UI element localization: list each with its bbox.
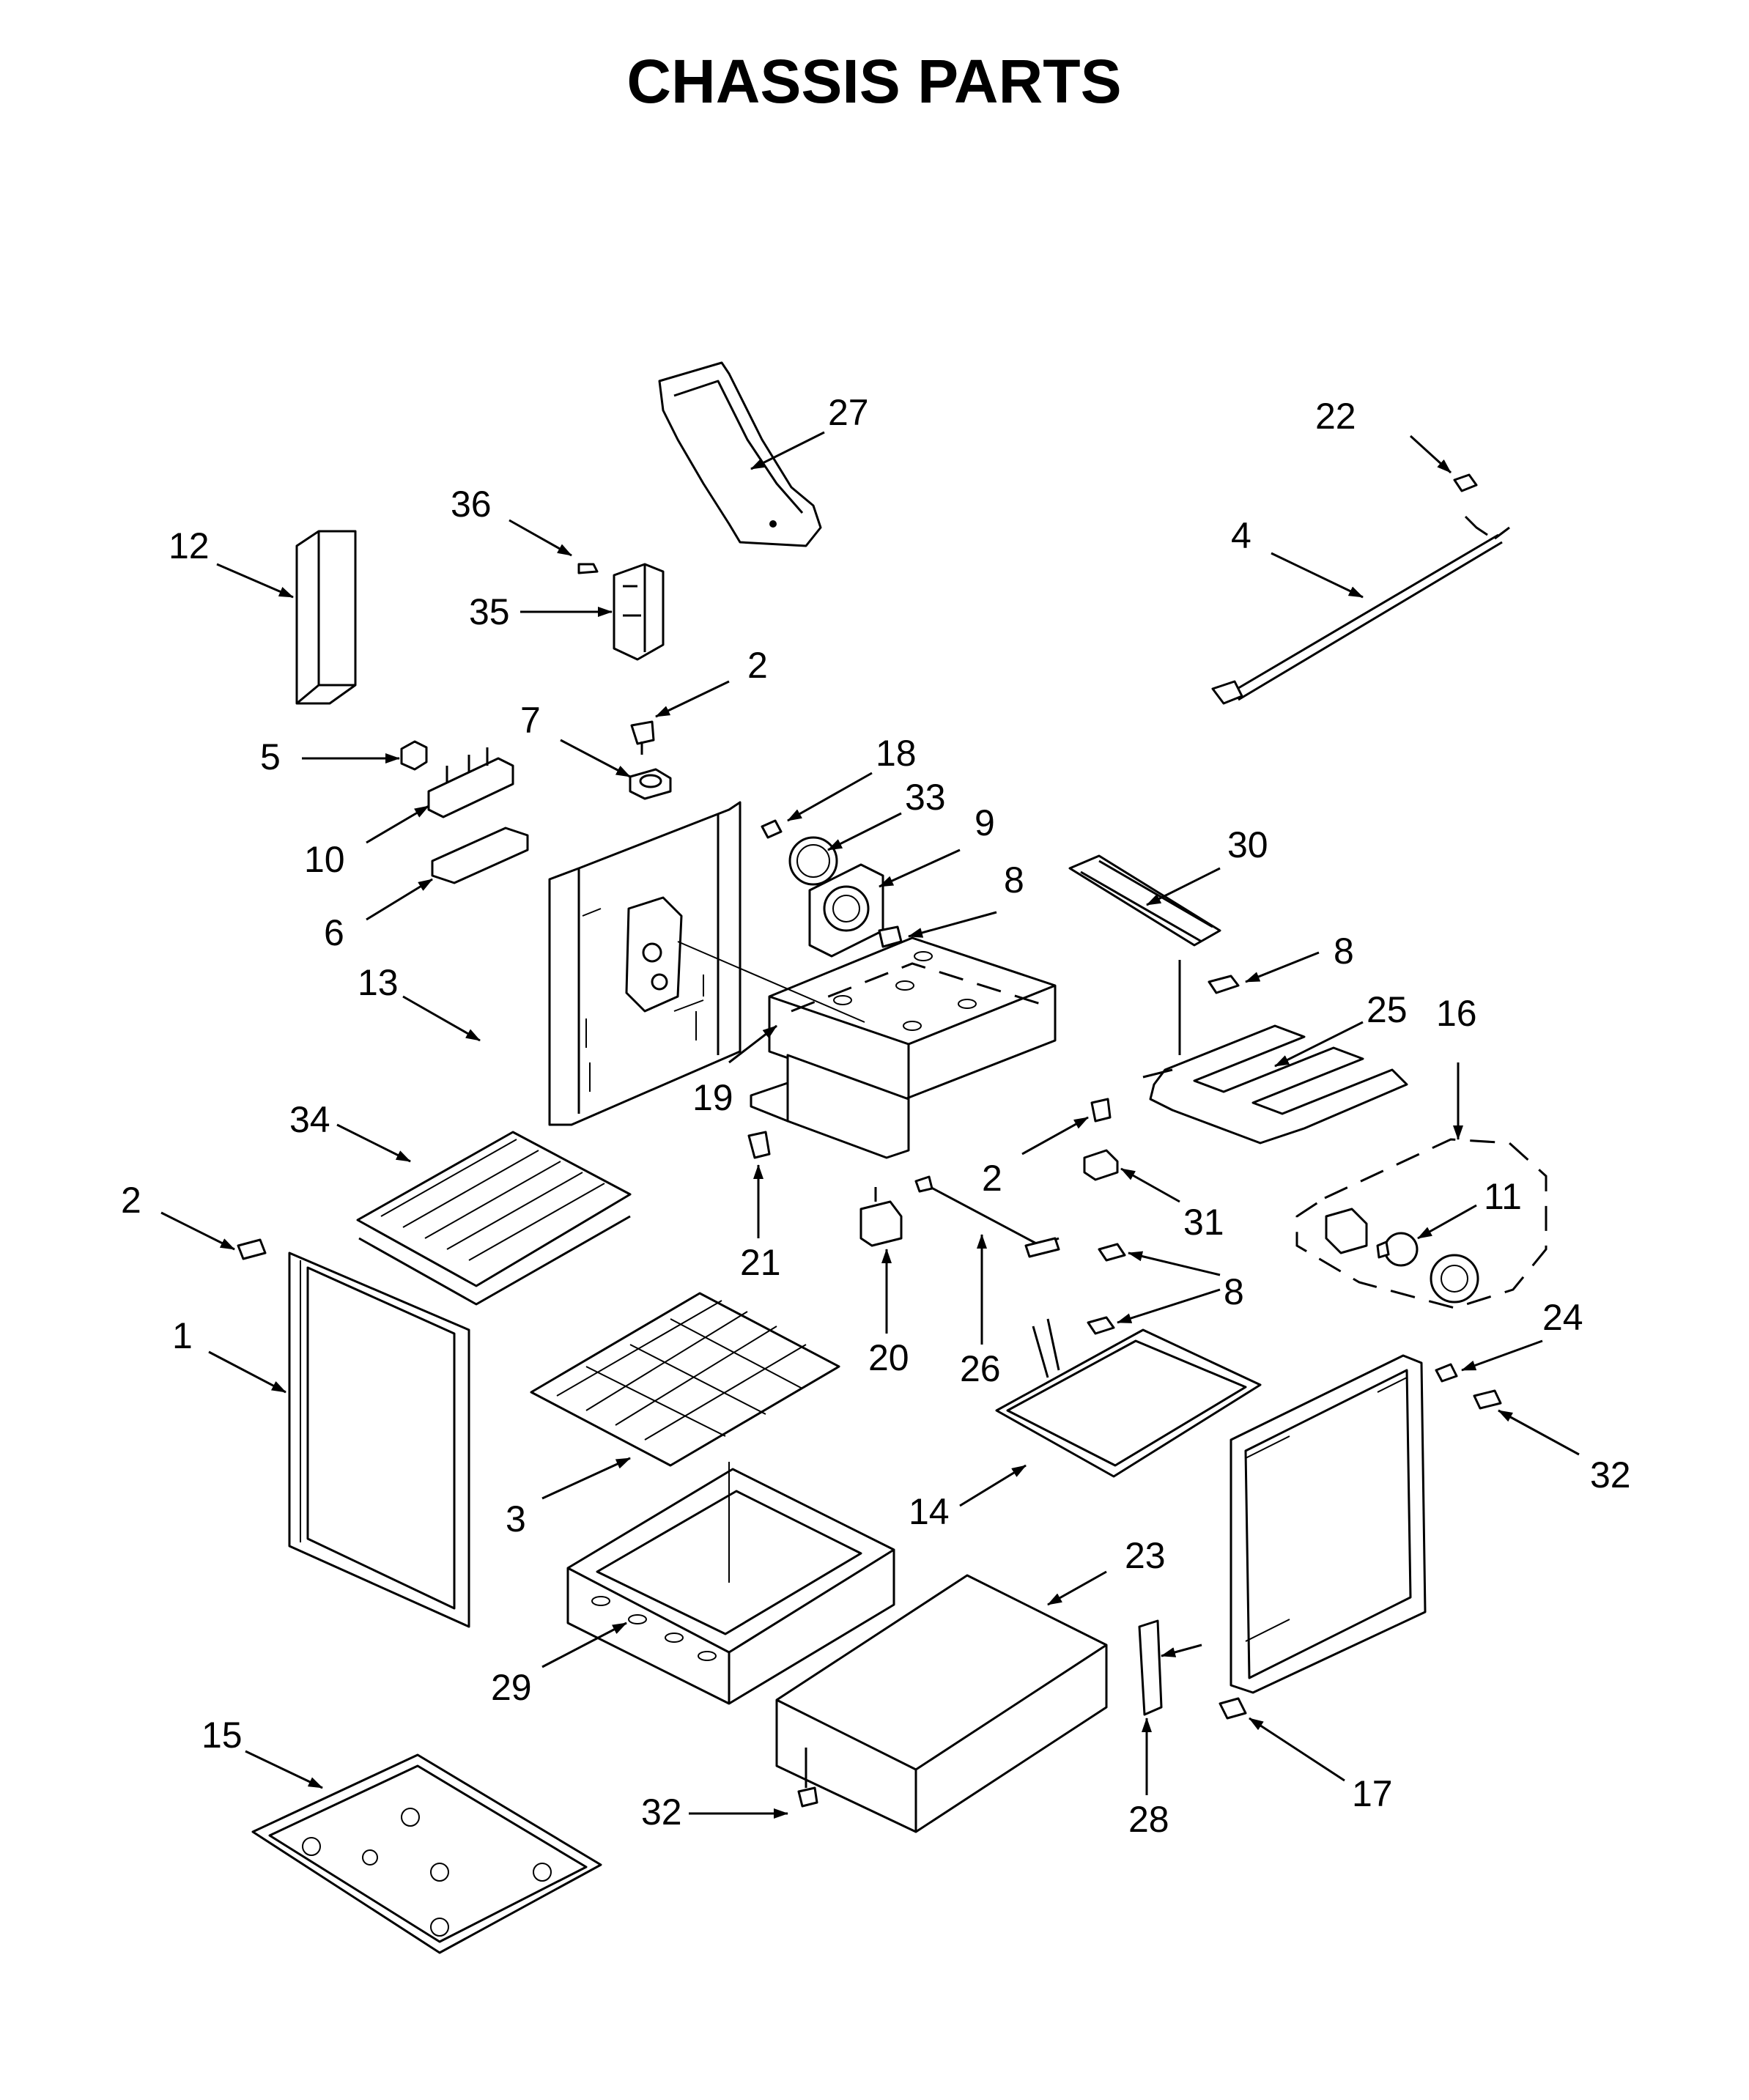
oven-rack-part [530,1292,840,1467]
screw-part [237,1238,267,1260]
callout-28: 28 [1128,1799,1169,1840]
callout-16: 16 [1436,993,1477,1034]
callout-7: 7 [520,700,541,741]
callout-18: 18 [876,733,917,774]
page-title: CHASSIS PARTS [626,47,1121,116]
callout-35: 35 [469,591,510,632]
screw-part [1087,1316,1115,1335]
terminal-block-part [427,747,514,818]
drawer-body-part [775,1574,1108,1833]
callout-6: 6 [324,912,344,953]
callout-2: 2 [747,645,768,686]
bake-element-part [1142,960,1408,1145]
safety-valve-part [859,1187,903,1247]
callout-8-lower: 8 [1224,1271,1244,1312]
light-socket-part [1435,1363,1458,1383]
callout-8-right: 8 [1334,931,1354,972]
screw-part [1473,1389,1502,1410]
callout-24: 24 [1542,1297,1583,1338]
screw-part [1208,975,1240,994]
temperature-sensor-part [1211,473,1510,705]
callout-labels: 27 22 4 36 35 12 2 7 5 18 33 9 8 30 10 6… [121,392,1631,1840]
callout-30: 30 [1227,824,1268,865]
callout-1: 1 [172,1315,193,1356]
callout-23: 23 [1125,1535,1166,1576]
extension-rack-part [356,1131,632,1306]
callout-2-mid: 2 [982,1158,1002,1199]
clamp-part [629,720,672,800]
nut-part [400,740,428,771]
callout-22: 22 [1315,396,1356,437]
callout-21: 21 [740,1242,781,1283]
hinge-receiver-part [1138,1619,1247,1720]
callout-2-left: 2 [121,1180,141,1221]
leader-arrows [160,431,1580,1819]
callout-13: 13 [358,962,399,1003]
hinge-bracket-part [577,563,665,661]
callout-29: 29 [491,1667,532,1708]
callout-15: 15 [201,1715,243,1756]
callout-19: 19 [692,1077,733,1118]
callout-5: 5 [260,736,281,777]
convection-fan-group [761,819,903,958]
callout-9: 9 [975,802,995,843]
vent-duct-part [1068,854,1221,947]
screw-part [797,1786,818,1808]
oven-cavity-part [677,936,1057,1159]
callout-33: 33 [905,777,946,818]
callout-14: 14 [909,1491,950,1532]
callout-27: 27 [828,392,869,433]
callout-36: 36 [451,484,492,525]
callout-4: 4 [1231,515,1251,556]
callout-17: 17 [1352,1773,1393,1814]
oven-side-panel-part [548,801,742,1126]
callout-10: 10 [304,839,345,880]
callout-12: 12 [169,525,210,566]
oven-light-assembly [1295,1138,1548,1309]
callout-8: 8 [1004,859,1024,901]
callout-31: 31 [1183,1202,1224,1243]
igniter-part [914,1175,1060,1258]
door-panel-part [288,1252,470,1628]
leveling-leg-part [747,1131,771,1159]
vent-trim-part [658,361,822,547]
callout-11: 11 [1484,1176,1522,1217]
callout-34: 34 [289,1099,330,1140]
callout-20: 20 [868,1337,909,1378]
side-bracket-part [295,530,357,705]
callout-26: 26 [960,1348,1001,1389]
callout-32-bottom: 32 [641,1792,682,1833]
callout-25: 25 [1367,989,1408,1030]
mounting-bracket-part [431,827,529,884]
bottom-tray-part [251,1753,602,1954]
screw-part [1098,1243,1126,1262]
callout-32-right: 32 [1590,1454,1631,1495]
broiler-drawer-liner-part [566,1462,895,1705]
right-side-panel-part [1230,1354,1427,1694]
element-bracket-part [1083,1098,1119,1181]
callout-3: 3 [506,1498,526,1539]
broil-element-part [995,1318,1262,1478]
